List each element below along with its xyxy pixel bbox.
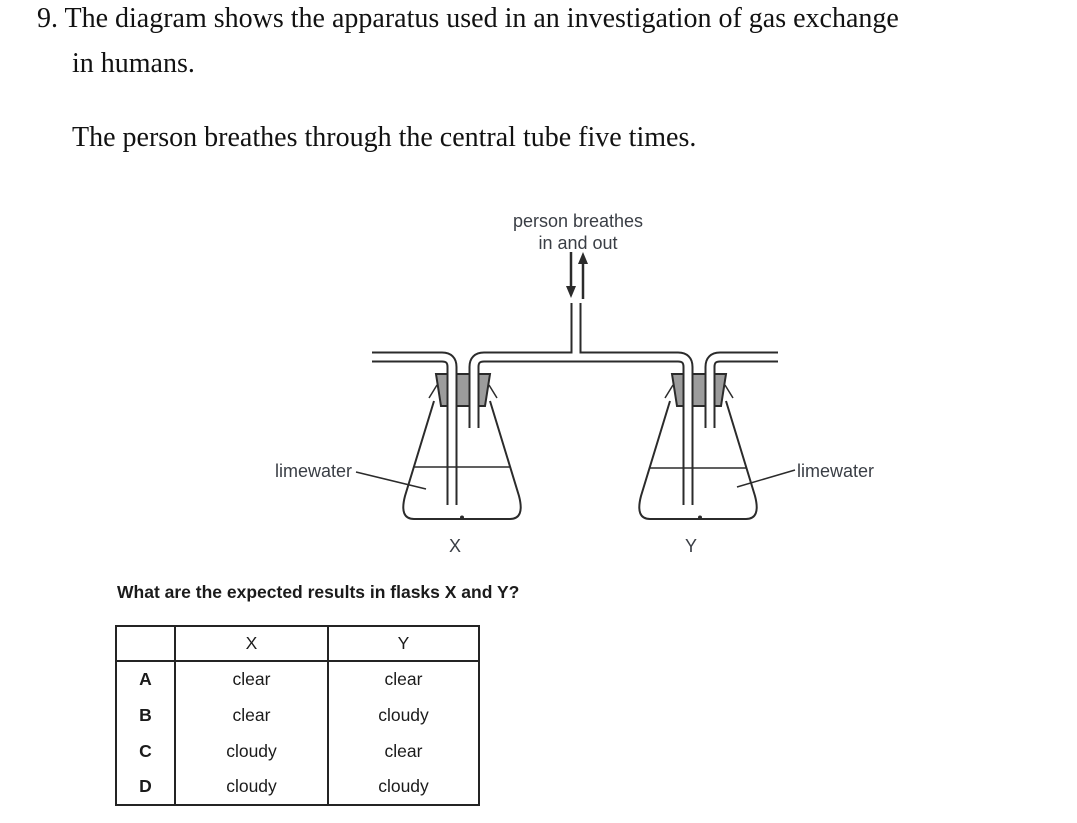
exhale-arrow-head — [578, 252, 588, 264]
flask-y-base-mark — [698, 515, 702, 520]
right-limewater-label: limewater — [797, 461, 874, 481]
flask-y-label: Y — [685, 536, 697, 556]
option-letter: A — [139, 669, 152, 689]
tube-center-pipe-bore — [470, 353, 692, 505]
cell-x: clear — [174, 697, 328, 733]
flask-x-neck-lip-left — [428, 384, 438, 399]
table-row-d: D cloudy cloudy — [116, 769, 479, 805]
table-row-a: A clear clear — [116, 661, 479, 697]
flask-x-base-mark — [460, 515, 464, 520]
breath-arrows — [566, 252, 588, 299]
flask-x-neck-lip-right — [488, 384, 498, 399]
table-corner-cell — [116, 626, 175, 662]
flask-y-body — [638, 400, 758, 520]
cell-x: cloudy — [174, 733, 328, 769]
apparatus-diagram: person breathes in and out limewater lim… — [275, 211, 874, 556]
cell-y: clear — [327, 733, 479, 769]
table-header-x: X — [174, 626, 328, 662]
inhale-arrow-head — [566, 286, 576, 298]
breath-label-line1: person breathes — [513, 211, 643, 231]
flask-y-neck-lip-right — [724, 384, 734, 399]
flask-x-body — [402, 400, 522, 520]
tube-right-pipe-bore — [706, 353, 778, 428]
right-limewater-leader — [736, 469, 796, 488]
flask-x — [402, 373, 522, 520]
question-line-1: 9. The diagram shows the apparatus used … — [37, 3, 899, 34]
table-header-row: X Y — [116, 626, 479, 662]
cell-y: clear — [327, 661, 479, 697]
table-row-c: C cloudy clear — [116, 733, 479, 769]
tubing — [372, 303, 778, 505]
flask-y — [638, 373, 758, 520]
tube-center-pipe — [468, 351, 694, 505]
flask-x-stopper — [434, 373, 492, 407]
results-table: X Y A clear clear B clear cloudy C cloud… — [115, 625, 480, 806]
flask-y-neck-lip-left — [664, 384, 674, 399]
left-limewater-leader — [355, 471, 427, 490]
cell-y: cloudy — [327, 769, 479, 805]
flask-y-stopper — [670, 373, 728, 407]
breath-label-line2: in and out — [538, 233, 617, 253]
flask-x-label: X — [449, 536, 461, 556]
table-row-b: B clear cloudy — [116, 697, 479, 733]
table-header-y: Y — [327, 626, 479, 662]
cell-x: clear — [174, 661, 328, 697]
question-line-2: in humans. — [72, 48, 195, 79]
cell-x: cloudy — [174, 769, 328, 805]
cell-y: cloudy — [327, 697, 479, 733]
option-letter: C — [139, 740, 152, 761]
question-line-3: The person breathes through the central … — [72, 122, 697, 153]
option-letter: B — [139, 704, 152, 725]
left-limewater-label: limewater — [275, 461, 352, 481]
option-letter: D — [139, 776, 152, 796]
tube-left-pipe-bore — [372, 353, 456, 505]
results-prompt: What are the expected results in flasks … — [117, 582, 520, 602]
